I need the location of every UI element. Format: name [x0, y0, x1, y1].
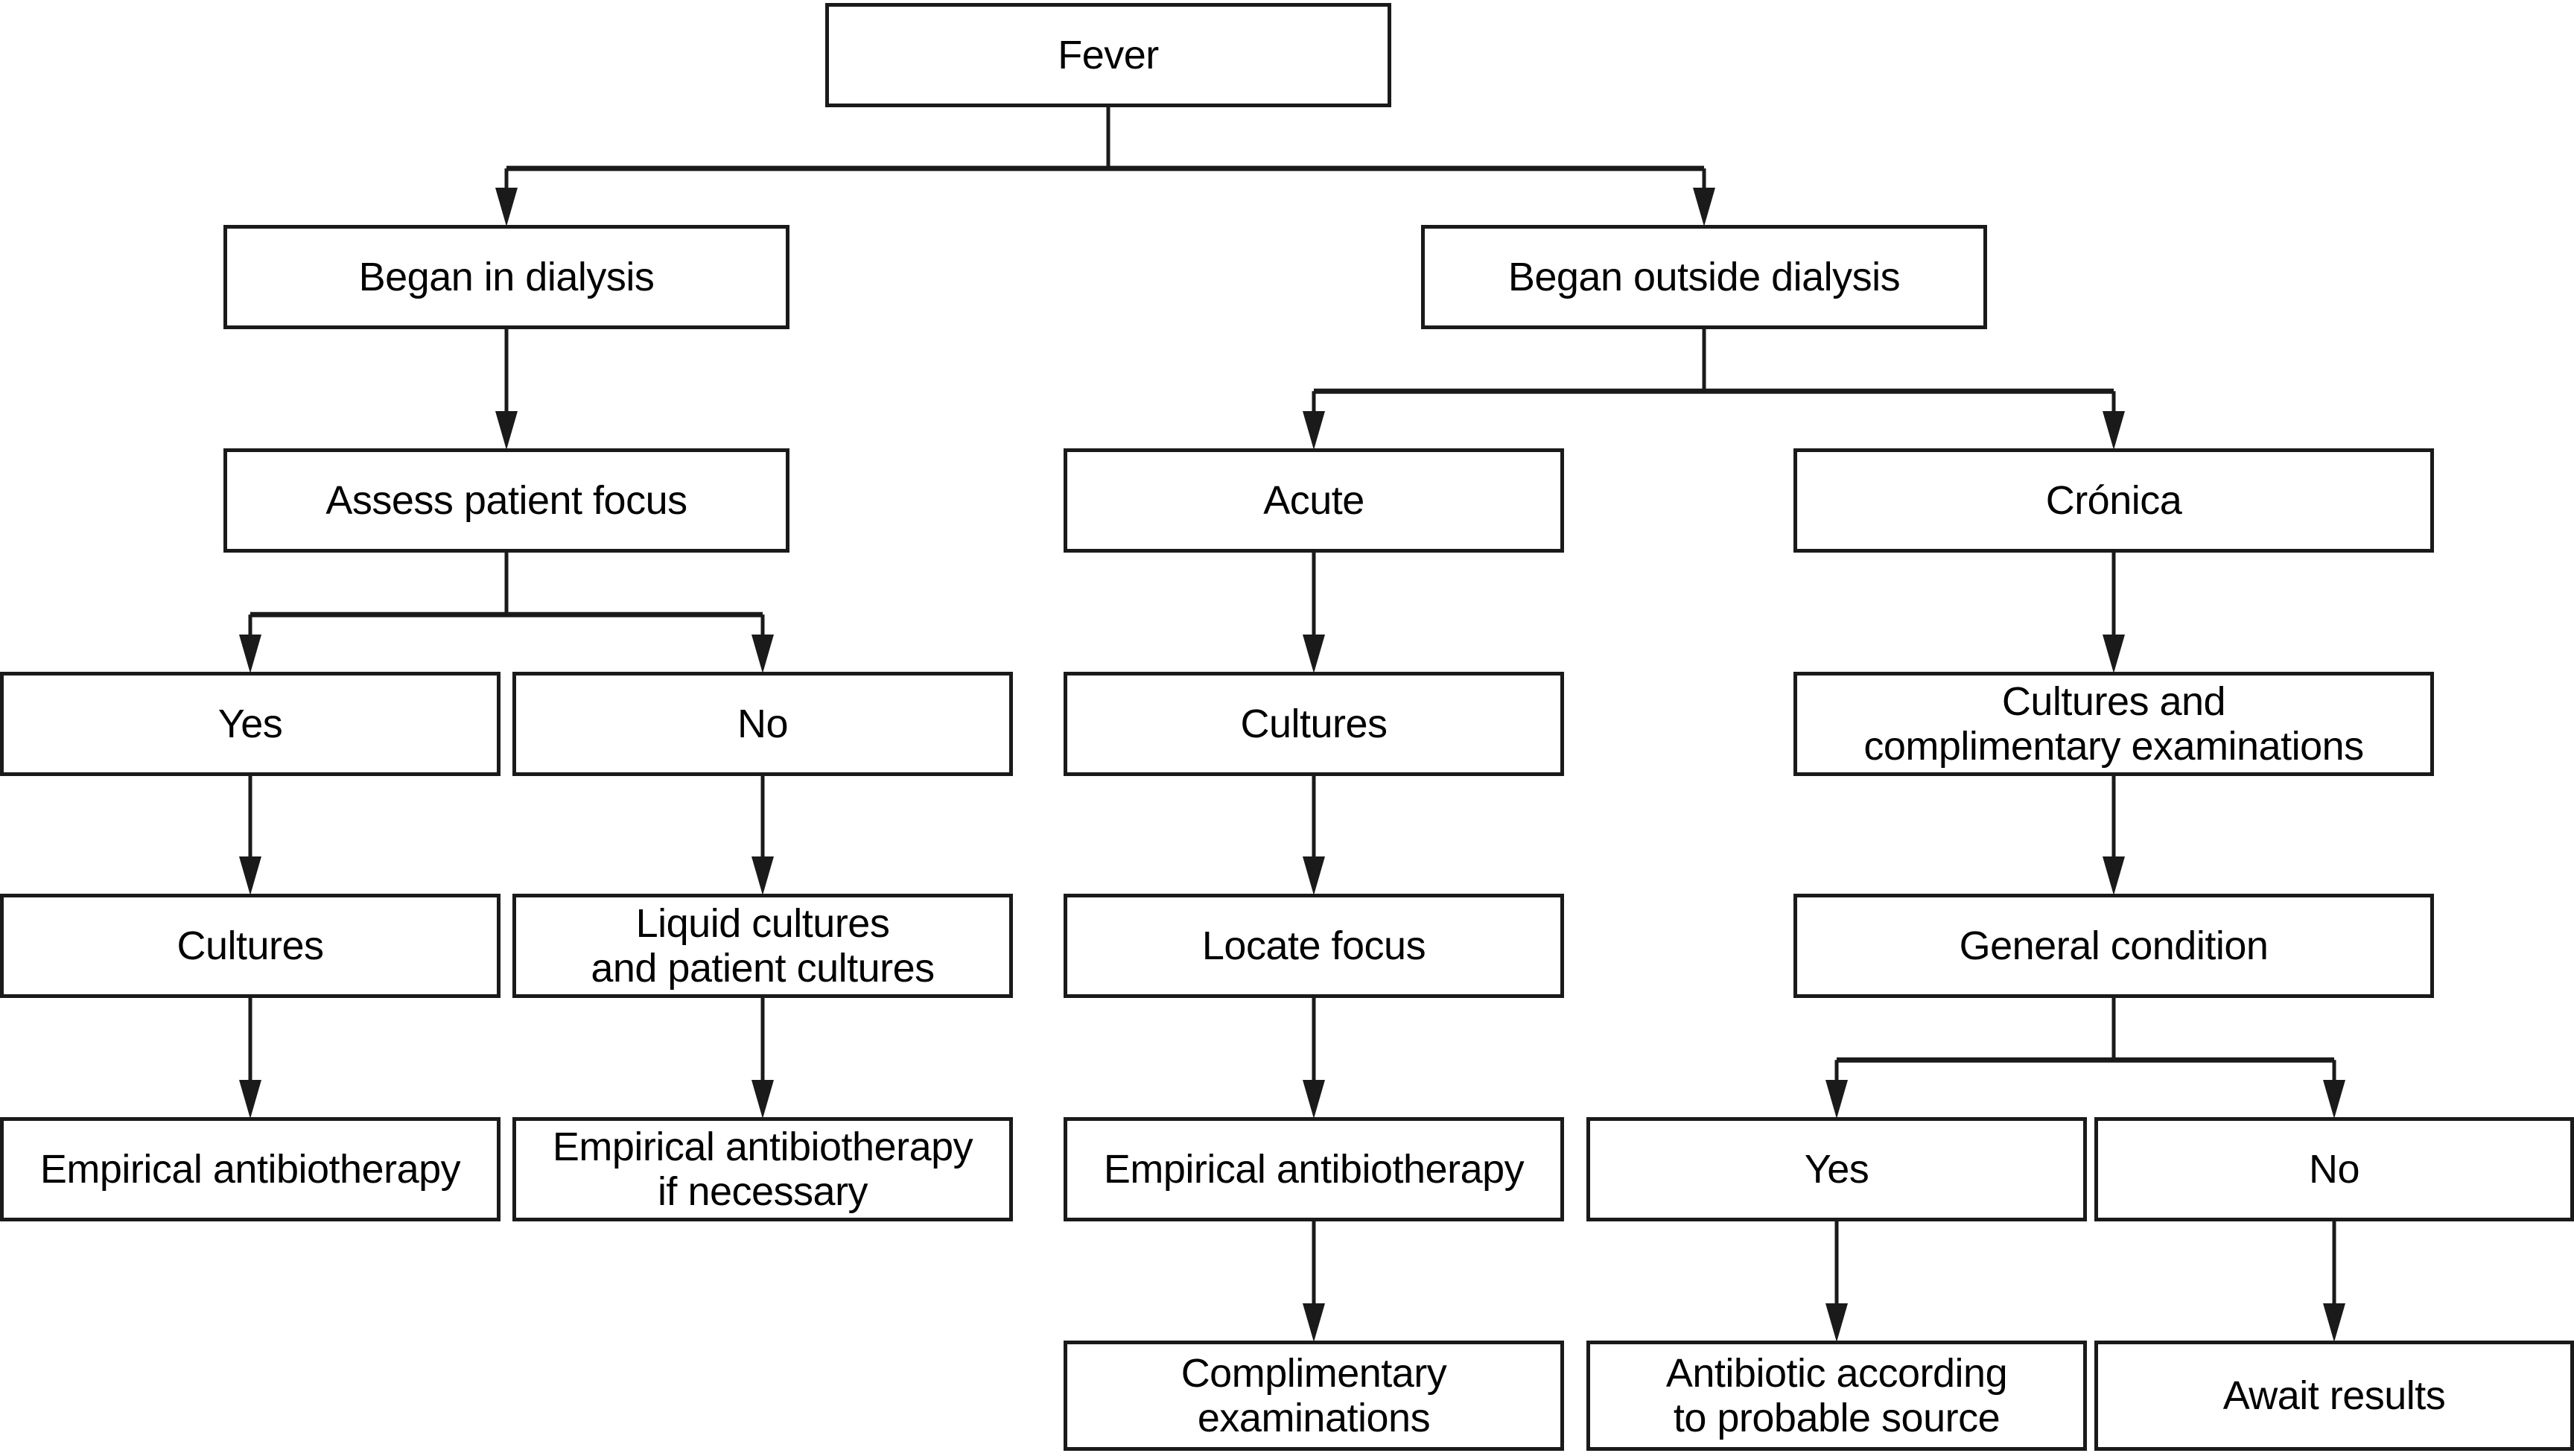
- node-label: Complimentary examinations: [1180, 1350, 1447, 1440]
- arrowhead-icon: [239, 635, 261, 673]
- arrowhead-icon: [751, 1080, 774, 1119]
- node-general_condition: General condition: [1793, 894, 2434, 998]
- node-label: Yes: [1804, 1146, 1869, 1192]
- node-cultures_compl: Cultures and complimentary examinations: [1793, 672, 2434, 776]
- node-emp_anti_left: Empirical antibiotherapy: [0, 1117, 500, 1221]
- node-await_results: Await results: [2094, 1341, 2574, 1451]
- arrowhead-icon: [495, 411, 518, 450]
- arrowhead-icon: [2103, 635, 2125, 673]
- arrowhead-icon: [1303, 635, 1325, 673]
- node-assess_focus: Assess patient focus: [223, 448, 789, 553]
- node-label: Assess patient focus: [325, 477, 687, 523]
- node-cultures_yes: Cultures: [0, 894, 500, 998]
- arrowhead-icon: [1303, 411, 1325, 450]
- node-began_in: Began in dialysis: [223, 225, 789, 329]
- arrowhead-icon: [239, 1080, 261, 1119]
- node-label: Locate focus: [1201, 923, 1426, 968]
- arrowhead-icon: [2323, 1303, 2345, 1342]
- node-cultures_acute: Cultures: [1064, 672, 1564, 776]
- node-compl_exams: Complimentary examinations: [1064, 1341, 1564, 1451]
- node-cronica: Crónica: [1793, 448, 2434, 553]
- node-emp_anti_acute: Empirical antibiotherapy: [1064, 1117, 1564, 1221]
- arrowhead-icon: [1303, 1303, 1325, 1342]
- node-yes_right: Yes: [1586, 1117, 2087, 1221]
- node-label: Liquid cultures and patient cultures: [591, 900, 935, 991]
- node-fever: Fever: [825, 3, 1391, 107]
- arrowhead-icon: [2103, 856, 2125, 895]
- node-label: Empirical antibiotherapy if necessary: [552, 1124, 973, 1214]
- arrowhead-icon: [239, 856, 261, 895]
- node-label: Began outside dialysis: [1507, 254, 1901, 299]
- node-label: Cultures: [1240, 701, 1388, 746]
- node-label: Yes: [217, 701, 283, 746]
- arrowhead-icon: [1303, 1080, 1325, 1119]
- arrowhead-icon: [2323, 1080, 2345, 1119]
- arrowhead-icon: [751, 635, 774, 673]
- node-emp_anti_if_nec: Empirical antibiotherapy if necessary: [512, 1117, 1013, 1221]
- arrowhead-icon: [495, 188, 518, 226]
- node-label: Acute: [1263, 477, 1364, 523]
- node-label: Fever: [1058, 32, 1159, 77]
- arrowhead-icon: [1303, 856, 1325, 895]
- node-began_outside: Began outside dialysis: [1421, 225, 1987, 329]
- node-liquid_cultures: Liquid cultures and patient cultures: [512, 894, 1013, 998]
- arrowhead-icon: [1693, 188, 1715, 226]
- node-label: Antibiotic according to probable source: [1665, 1350, 2008, 1440]
- node-label: Crónica: [2045, 477, 2182, 523]
- node-label: General condition: [1959, 923, 2269, 968]
- node-locate_focus: Locate focus: [1064, 894, 1564, 998]
- node-label: Began in dialysis: [358, 254, 655, 299]
- node-label: Empirical antibiotherapy: [39, 1146, 461, 1192]
- arrowhead-icon: [2103, 411, 2125, 450]
- node-label: Cultures: [177, 923, 324, 968]
- node-acute: Acute: [1064, 448, 1564, 553]
- node-yes_left: Yes: [0, 672, 500, 776]
- node-no_right: No: [2094, 1117, 2574, 1221]
- arrowhead-icon: [1825, 1303, 1848, 1342]
- node-label: No: [2308, 1146, 2360, 1192]
- node-label: Await results: [2222, 1373, 2446, 1418]
- node-antibiotic_source: Antibiotic according to probable source: [1586, 1341, 2087, 1451]
- arrowhead-icon: [1825, 1080, 1848, 1119]
- node-no_left: No: [512, 672, 1013, 776]
- node-label: Cultures and complimentary examinations: [1863, 678, 2364, 769]
- node-label: No: [737, 701, 789, 746]
- arrowhead-icon: [751, 856, 774, 895]
- node-label: Empirical antibiotherapy: [1103, 1146, 1525, 1192]
